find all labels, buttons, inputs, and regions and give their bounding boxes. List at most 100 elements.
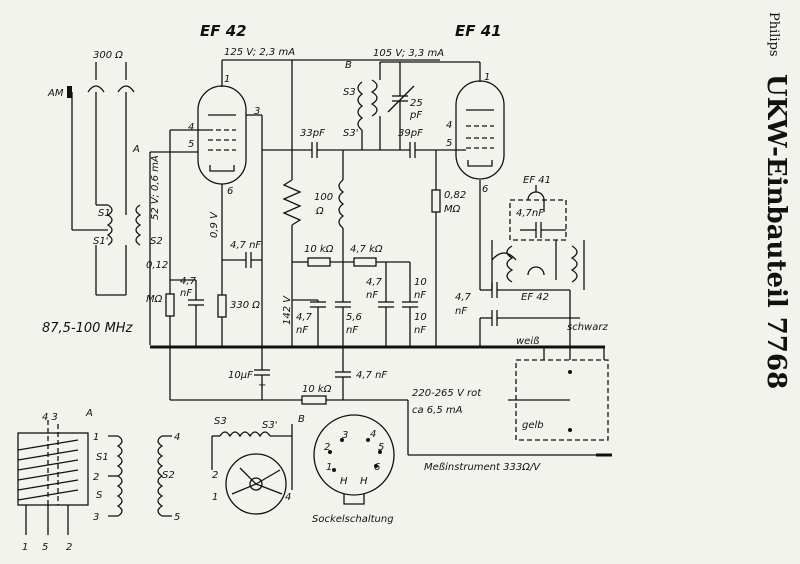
c47-mid-label: 4,7 nF: [230, 240, 261, 251]
tube-label-ef41-small: EF 41: [523, 175, 551, 186]
inset-pin1: 1: [22, 542, 28, 553]
coil-a-label: A: [132, 144, 140, 155]
r012-label: 0,12: [146, 260, 168, 271]
c10uf-plus: +: [258, 380, 266, 391]
supply-label: 220-265 V rot: [412, 388, 482, 399]
s1-label: S1: [98, 208, 111, 219]
r012-unit: MΩ: [146, 294, 163, 305]
coil-s2: [135, 204, 142, 246]
ef42-pin5: 5: [188, 139, 194, 150]
coil-pin2: 2: [93, 472, 99, 483]
resistor-012: [165, 293, 175, 317]
socket-pin3: 3: [342, 430, 348, 441]
ef41-anode-voltage: 105 V; 3,3 mA: [373, 48, 444, 59]
s1p-label: S1': [93, 236, 108, 247]
b-pin1: 1: [212, 492, 218, 503]
s2-voltage-label: 52 V; 0,6 mA: [150, 155, 161, 220]
gelb-label: gelb: [522, 420, 544, 431]
coil-pin3: 3: [93, 512, 99, 523]
inset-coil-windings: 1 S1 2 S 3 4 S2 5: [93, 432, 180, 523]
b-label: B: [298, 414, 305, 425]
ef41-pin4: 4: [446, 120, 452, 131]
c47-side-unit: nF: [455, 306, 467, 317]
resistor-10k-a: [307, 257, 331, 267]
c47-side-label: 4,7: [455, 292, 472, 303]
coil-pin1: 1: [93, 432, 99, 443]
r100-unit: Ω: [315, 206, 324, 217]
c25-label: 25: [410, 98, 423, 109]
c47c-label: 4,7: [366, 277, 383, 288]
coil-pin4: 4: [174, 432, 180, 443]
r330-label: 330 Ω: [230, 300, 260, 311]
coil-pin5: 5: [174, 512, 180, 523]
ef42-pin4: 4: [188, 122, 194, 133]
s2-label: S2: [150, 236, 163, 247]
socket-pin4: 4: [370, 429, 376, 440]
frequency-label: 87,5-100 MHz: [42, 321, 134, 336]
r082-unit: MΩ: [444, 204, 461, 215]
coil-s3p: [357, 81, 364, 131]
antenna-ohm-label: 300 Ω: [93, 50, 123, 61]
r10k-a-label: 10 kΩ: [304, 244, 334, 255]
am-label: AM: [47, 88, 64, 99]
coil-s1: [106, 204, 113, 246]
resistor-zigzag: [282, 179, 302, 226]
c39pf-label: 39pF: [398, 128, 423, 139]
inset-pin5: 5: [42, 542, 48, 553]
c47b-label: 4,7: [296, 312, 313, 323]
c47-sub-label: 4,7nF: [516, 208, 544, 219]
socket-h2: H: [360, 476, 368, 487]
cathode-voltage-label: 0,9 V: [209, 211, 220, 238]
v142-label: 142 V: [282, 295, 293, 325]
tube-ef42: 1 3 4 5 6: [188, 74, 260, 197]
b-pin4: 4: [285, 492, 291, 503]
supply-current-label: ca 6,5 mA: [412, 405, 463, 416]
coil-b-label: B: [345, 60, 352, 71]
tube-label-ef42: EF 42: [200, 22, 247, 40]
resistor-330: [217, 294, 227, 318]
c10b-label: 10: [414, 312, 427, 323]
ef41-pin5: 5: [446, 138, 452, 149]
socket-pin6: 6: [374, 462, 380, 473]
coil-s-label: S: [96, 490, 103, 501]
coil-s1-label: S1: [96, 452, 109, 463]
ef42-pin1: 1: [224, 74, 230, 85]
ef42-anode-voltage: 125 V; 2,3 mA: [224, 47, 295, 58]
tube-label-ef41: EF 41: [455, 22, 502, 40]
brand-label: Philips: [766, 12, 781, 57]
r100-label: 100: [314, 192, 333, 203]
tube-label-ef42-small: EF 42: [521, 292, 549, 303]
schwarz-label: schwarz: [567, 322, 608, 333]
c47c-unit: nF: [366, 290, 378, 301]
tube-socket: 3 4 2 5 1 6 H H: [313, 414, 395, 505]
inductor-100: [338, 179, 345, 229]
b-s3-label: S3: [214, 416, 227, 427]
r082-label: 0,82: [444, 190, 466, 201]
c56-unit: nF: [346, 325, 358, 336]
socket-pin2: 2: [324, 442, 330, 453]
inset-coil-a: 4 3 A 1 5 2: [17, 408, 93, 553]
ef41-pin6: 6: [482, 184, 488, 195]
b-pin2: 2: [212, 470, 218, 481]
c47a-label: 4,7: [180, 276, 197, 287]
c10b-unit: nF: [414, 325, 426, 336]
title-block: Philips UKW-Einbauteil 7768: [761, 12, 791, 389]
inset-coil-b: S3 S3' B 2 1 4: [211, 414, 305, 515]
ef42-pin6: 6: [227, 186, 233, 197]
c33pf-label: 33pF: [300, 128, 325, 139]
c47a-unit: nF: [180, 288, 192, 299]
inset-a-pins: 4 3: [42, 412, 58, 423]
ef42-pin3: 3: [254, 106, 260, 117]
resistor-10k-b: [301, 395, 327, 405]
socket-pin1: 1: [326, 462, 332, 473]
meter-label: Meßinstrument 333Ω/V: [424, 462, 541, 473]
b-s3p-label: S3': [262, 420, 277, 431]
c10a-unit: nF: [414, 290, 426, 301]
antenna-input: AM 300 Ω S1 S1' S2 A 52 V; 0,6 mA: [47, 50, 198, 345]
c25-unit: pF: [409, 110, 422, 121]
coil-s3: [370, 79, 378, 117]
resistor-082: [431, 189, 441, 213]
c47b-unit: nF: [296, 325, 308, 336]
tube-ef41: 1 4 5 6: [446, 72, 505, 195]
